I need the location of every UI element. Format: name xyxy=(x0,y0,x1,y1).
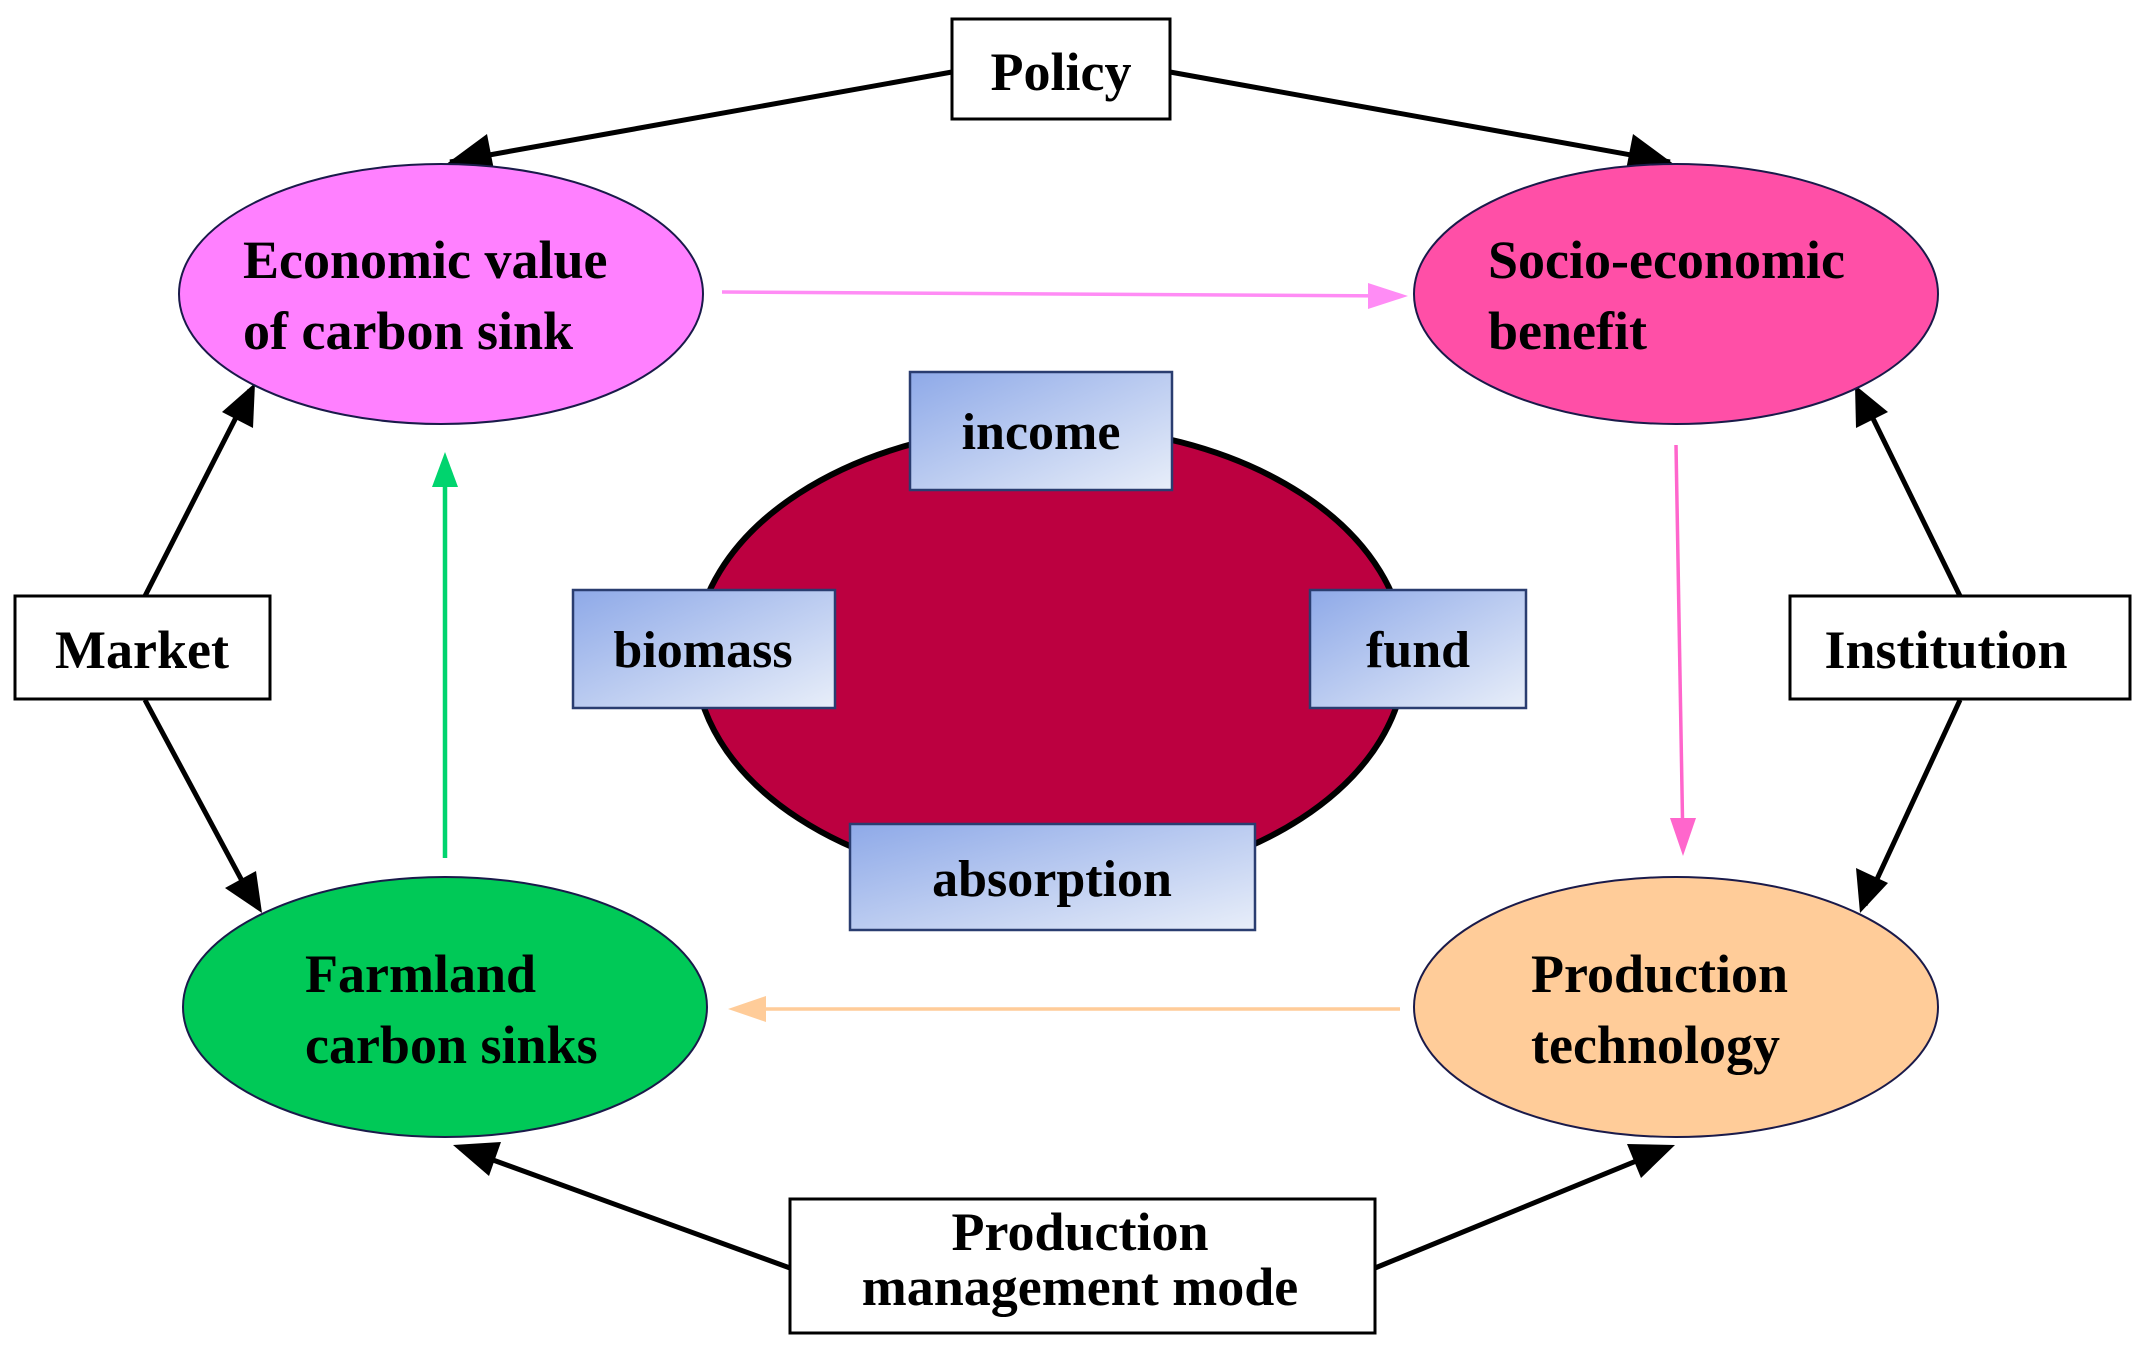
arrowhead-policy-to-economic-value xyxy=(445,134,494,170)
institution-box xyxy=(1788,594,2132,701)
arrowhead-institution-to-production-tech xyxy=(1856,868,1888,913)
factor-arrows xyxy=(142,69,1963,1271)
factor-production-mode: Production management mode xyxy=(788,1197,1377,1335)
arrow-institution-to-socio-benefit xyxy=(1857,390,1963,598)
fund-label: fund xyxy=(1366,622,1470,679)
socio-benefit-label-line1: Socio-economic xyxy=(1488,230,1845,290)
economic-value-label-line1: Economic value xyxy=(243,230,607,290)
economic-value-label-line2: of carbon sink xyxy=(243,301,573,361)
production-mode-box xyxy=(788,1197,1377,1335)
arrow-production-mode-to-farmland xyxy=(459,1145,791,1271)
cycle-arrows xyxy=(432,283,1696,1022)
core-biomass: biomass xyxy=(571,588,837,710)
node-farmland: Farmland carbon sinks xyxy=(182,876,708,1138)
arrow-socio-benefit-to-production-tech xyxy=(1674,444,1685,849)
factor-market: Market xyxy=(13,594,272,701)
absorption-label: absorption xyxy=(932,851,1172,908)
production-tech-ellipse xyxy=(1413,876,1939,1138)
policy-box xyxy=(950,17,1172,121)
fund-box xyxy=(1308,588,1528,710)
market-label: Market xyxy=(55,620,229,680)
socio-benefit-ellipse xyxy=(1413,163,1939,425)
production-tech-label-line1: Production xyxy=(1531,944,1788,1004)
arrow-institution-to-production-tech xyxy=(1862,698,1963,907)
arrowhead-production-tech-to-farmland xyxy=(728,996,766,1022)
production-mode-label-line1: Production xyxy=(951,1202,1208,1262)
factor-policy: Policy xyxy=(950,17,1172,121)
market-box xyxy=(13,594,272,701)
farmland-ellipse xyxy=(182,876,708,1138)
arrowhead-production-mode-to-farmland xyxy=(453,1142,501,1176)
arrow-market-to-farmland xyxy=(142,698,258,907)
arrow-economic-value-to-socio-benefit xyxy=(721,290,1401,298)
arrowhead-farmland-to-economic-value xyxy=(432,452,458,487)
arrowhead-socio-benefit-to-production-tech xyxy=(1670,818,1696,856)
absorption-box xyxy=(848,822,1257,932)
core-absorption: absorption xyxy=(848,822,1257,932)
institution-label: Institution xyxy=(1824,620,2067,680)
core-cluster: income biomass fund absorption xyxy=(571,370,1528,932)
arrow-policy-to-economic-value xyxy=(449,69,953,165)
production-tech-label-line2: technology xyxy=(1531,1015,1780,1075)
node-socio-benefit: Socio-economic benefit xyxy=(1413,163,1939,425)
arrowhead-production-mode-to-production-tech xyxy=(1627,1144,1675,1178)
biomass-box xyxy=(571,588,837,710)
arrowhead-institution-to-socio-benefit xyxy=(1855,385,1888,428)
income-box xyxy=(908,370,1174,492)
income-label: income xyxy=(962,404,1121,461)
arrow-market-to-economic-value xyxy=(142,388,253,598)
farmland-label-line2: carbon sinks xyxy=(305,1015,598,1075)
arrow-production-mode-to-production-tech xyxy=(1374,1145,1669,1271)
farmland-label-line1: Farmland xyxy=(305,944,536,1004)
arrowhead-market-to-economic-value xyxy=(222,383,255,428)
arrowhead-economic-value-to-socio-benefit xyxy=(1368,283,1408,309)
production-mode-label-line2: management mode xyxy=(862,1257,1298,1317)
factor-institution: Institution xyxy=(1788,594,2132,701)
node-economic-value: Economic value of carbon sink xyxy=(178,163,704,425)
node-production-tech: Production technology xyxy=(1413,876,1939,1138)
biomass-label: biomass xyxy=(613,622,792,679)
core-income: income xyxy=(908,370,1174,492)
arrowhead-policy-to-socio-benefit xyxy=(1626,134,1675,170)
socio-benefit-label-line2: benefit xyxy=(1488,301,1647,361)
economic-value-ellipse xyxy=(178,163,704,425)
policy-label: Policy xyxy=(991,42,1132,102)
arrowhead-market-to-farmland xyxy=(225,871,262,913)
arrow-policy-to-socio-benefit xyxy=(1169,69,1671,165)
core-fund: fund xyxy=(1308,588,1528,710)
